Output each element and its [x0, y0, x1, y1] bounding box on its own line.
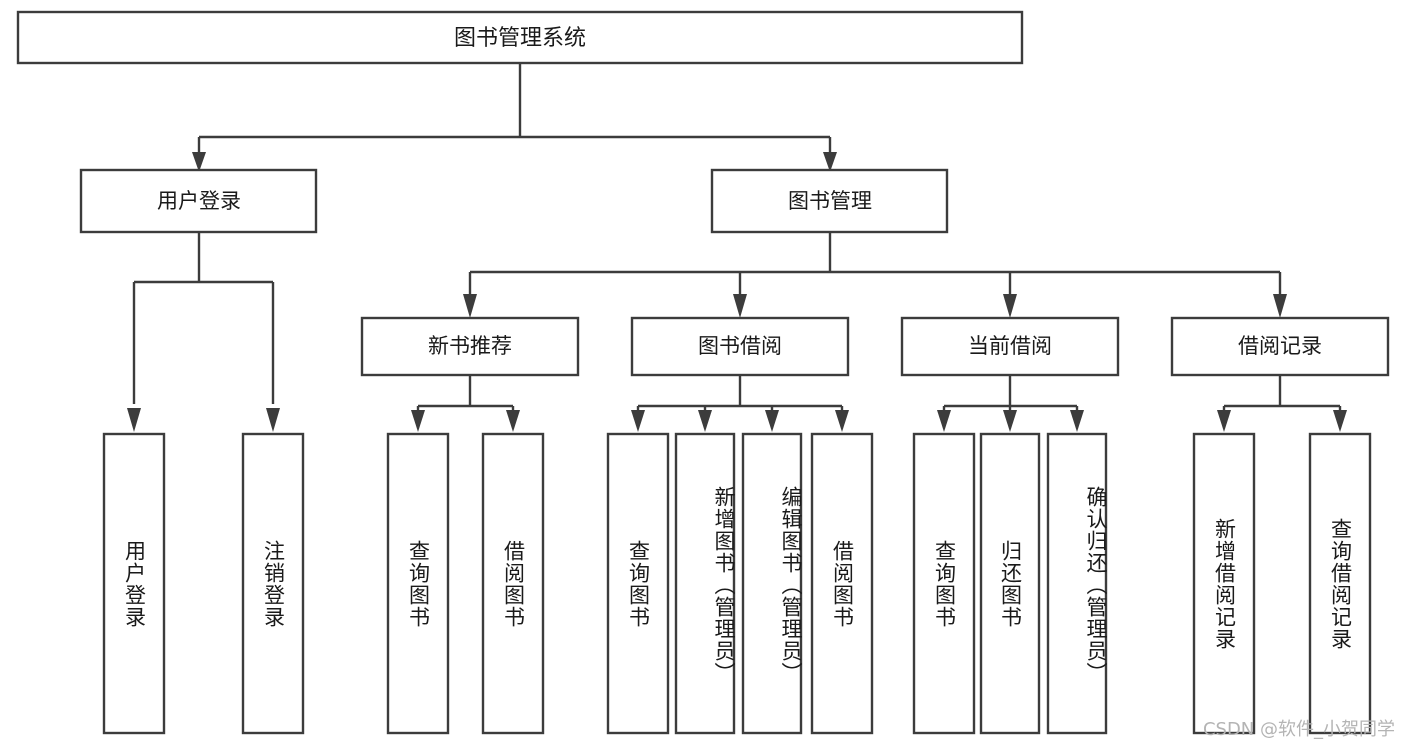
leaf-box-query-book-nb[interactable] — [386, 432, 450, 735]
node-user-login[interactable]: 用户登录 — [79, 168, 318, 234]
node-root-system[interactable]: 图书管理系统 — [16, 10, 1024, 65]
arrow-to-book-borrow — [733, 294, 747, 318]
root-label: 图书管理系统 — [454, 26, 586, 51]
leaf-box-query-record[interactable] — [1308, 432, 1372, 735]
arrow-to-leaf-borrow-book-bb — [835, 410, 849, 432]
arrow-to-borrow-record — [1273, 294, 1287, 318]
arrow-to-leaf-query-book-bb — [631, 410, 645, 432]
connector-bookmanage-bus — [468, 232, 1282, 295]
arrow-to-user-login — [192, 152, 206, 172]
arrow-to-current-borrow — [1003, 294, 1017, 318]
user-login-label: 用户登录 — [157, 189, 241, 213]
arrow-to-new-book-recommend — [463, 294, 477, 318]
arrow-to-leaf-confirm-return — [1070, 410, 1084, 432]
node-book-manage[interactable]: 图书管理 — [710, 168, 949, 234]
connector-userlogin-bus — [132, 232, 275, 404]
arrow-to-leaf-query-book-nb — [411, 410, 425, 432]
arrow-to-leaf-query-book-cb — [937, 410, 951, 432]
leaf-box-layer — [102, 432, 1372, 735]
leaf-box-query-book-cb[interactable] — [912, 432, 976, 735]
arrow-to-leaf-borrow-book-nb — [506, 410, 520, 432]
leaf-box-add-book[interactable] — [674, 432, 736, 735]
arrow-to-leaf-add-book — [698, 410, 712, 432]
current-borrow-box[interactable] — [900, 316, 1120, 377]
arrow-to-leaf-query-record — [1333, 410, 1347, 432]
connector-borrowrecord-bus — [1222, 375, 1342, 412]
connector-currentborrow-bus — [942, 375, 1079, 412]
arrow-to-leaf-user-login — [127, 408, 141, 432]
leaf-box-return-book[interactable] — [979, 432, 1041, 735]
arrow-to-leaf-return-book — [1003, 410, 1017, 432]
borrow-record-label: 借阅记录 — [1238, 334, 1322, 358]
leaf-box-edit-book[interactable] — [741, 432, 803, 735]
node-borrow-record[interactable]: 借阅记录 — [1170, 316, 1390, 377]
connector-root-bus — [197, 63, 832, 160]
book-borrow-label: 图书借阅 — [698, 334, 782, 358]
leaf-box-logout[interactable] — [241, 432, 305, 735]
leaf-box-add-record[interactable] — [1192, 432, 1256, 735]
node-new-book-recommend[interactable]: 新书推荐 — [360, 316, 580, 377]
borrow-record-box[interactable] — [1170, 316, 1390, 377]
leaf-box-query-book-bb[interactable] — [606, 432, 670, 735]
arrow-to-leaf-add-record — [1217, 410, 1231, 432]
leaf-box-confirm-return[interactable] — [1046, 432, 1108, 735]
arrow-to-leaf-logout — [266, 408, 280, 432]
connector-newbook-bus — [416, 375, 515, 412]
arrow-to-book-manage — [823, 152, 837, 172]
leaf-box-borrow-book-nb[interactable] — [481, 432, 545, 735]
root-box[interactable] — [16, 10, 1024, 65]
arrow-to-leaf-edit-book — [765, 410, 779, 432]
book-manage-box[interactable] — [710, 168, 949, 234]
new-book-recommend-box[interactable] — [360, 316, 580, 377]
book-borrow-box[interactable] — [630, 316, 850, 377]
connector-bookborrow-bus — [636, 375, 844, 412]
current-borrow-label: 当前借阅 — [968, 334, 1052, 358]
leaf-box-user-login[interactable] — [102, 432, 166, 735]
new-book-recommend-label: 新书推荐 — [428, 334, 512, 358]
connector-layer — [127, 63, 1347, 432]
node-current-borrow[interactable]: 当前借阅 — [900, 316, 1120, 377]
watermark-text: CSDN @软件_小贺同学 — [1202, 719, 1395, 740]
node-book-borrow[interactable]: 图书借阅 — [630, 316, 850, 377]
user-login-box[interactable] — [79, 168, 318, 234]
leaf-box-borrow-book-bb[interactable] — [810, 432, 874, 735]
book-manage-label: 图书管理 — [788, 189, 872, 213]
